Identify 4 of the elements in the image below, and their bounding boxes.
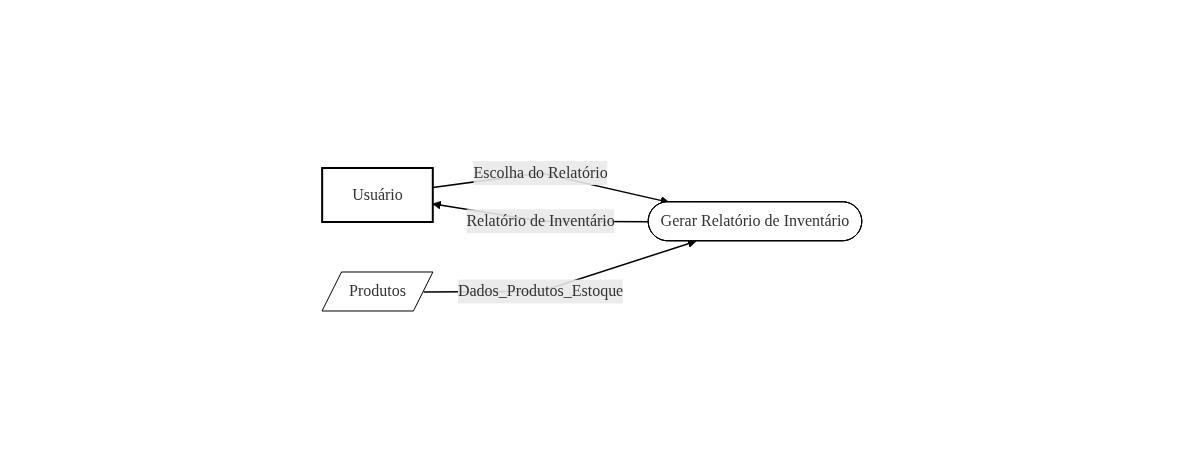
edge-label: Escolha do Relatório — [473, 164, 608, 181]
edge-label: Relatório de Inventário — [465, 212, 615, 230]
edge-label: Dados_Produtos_Estoque — [457, 282, 623, 300]
node-box: Usuário — [320, 167, 434, 223]
